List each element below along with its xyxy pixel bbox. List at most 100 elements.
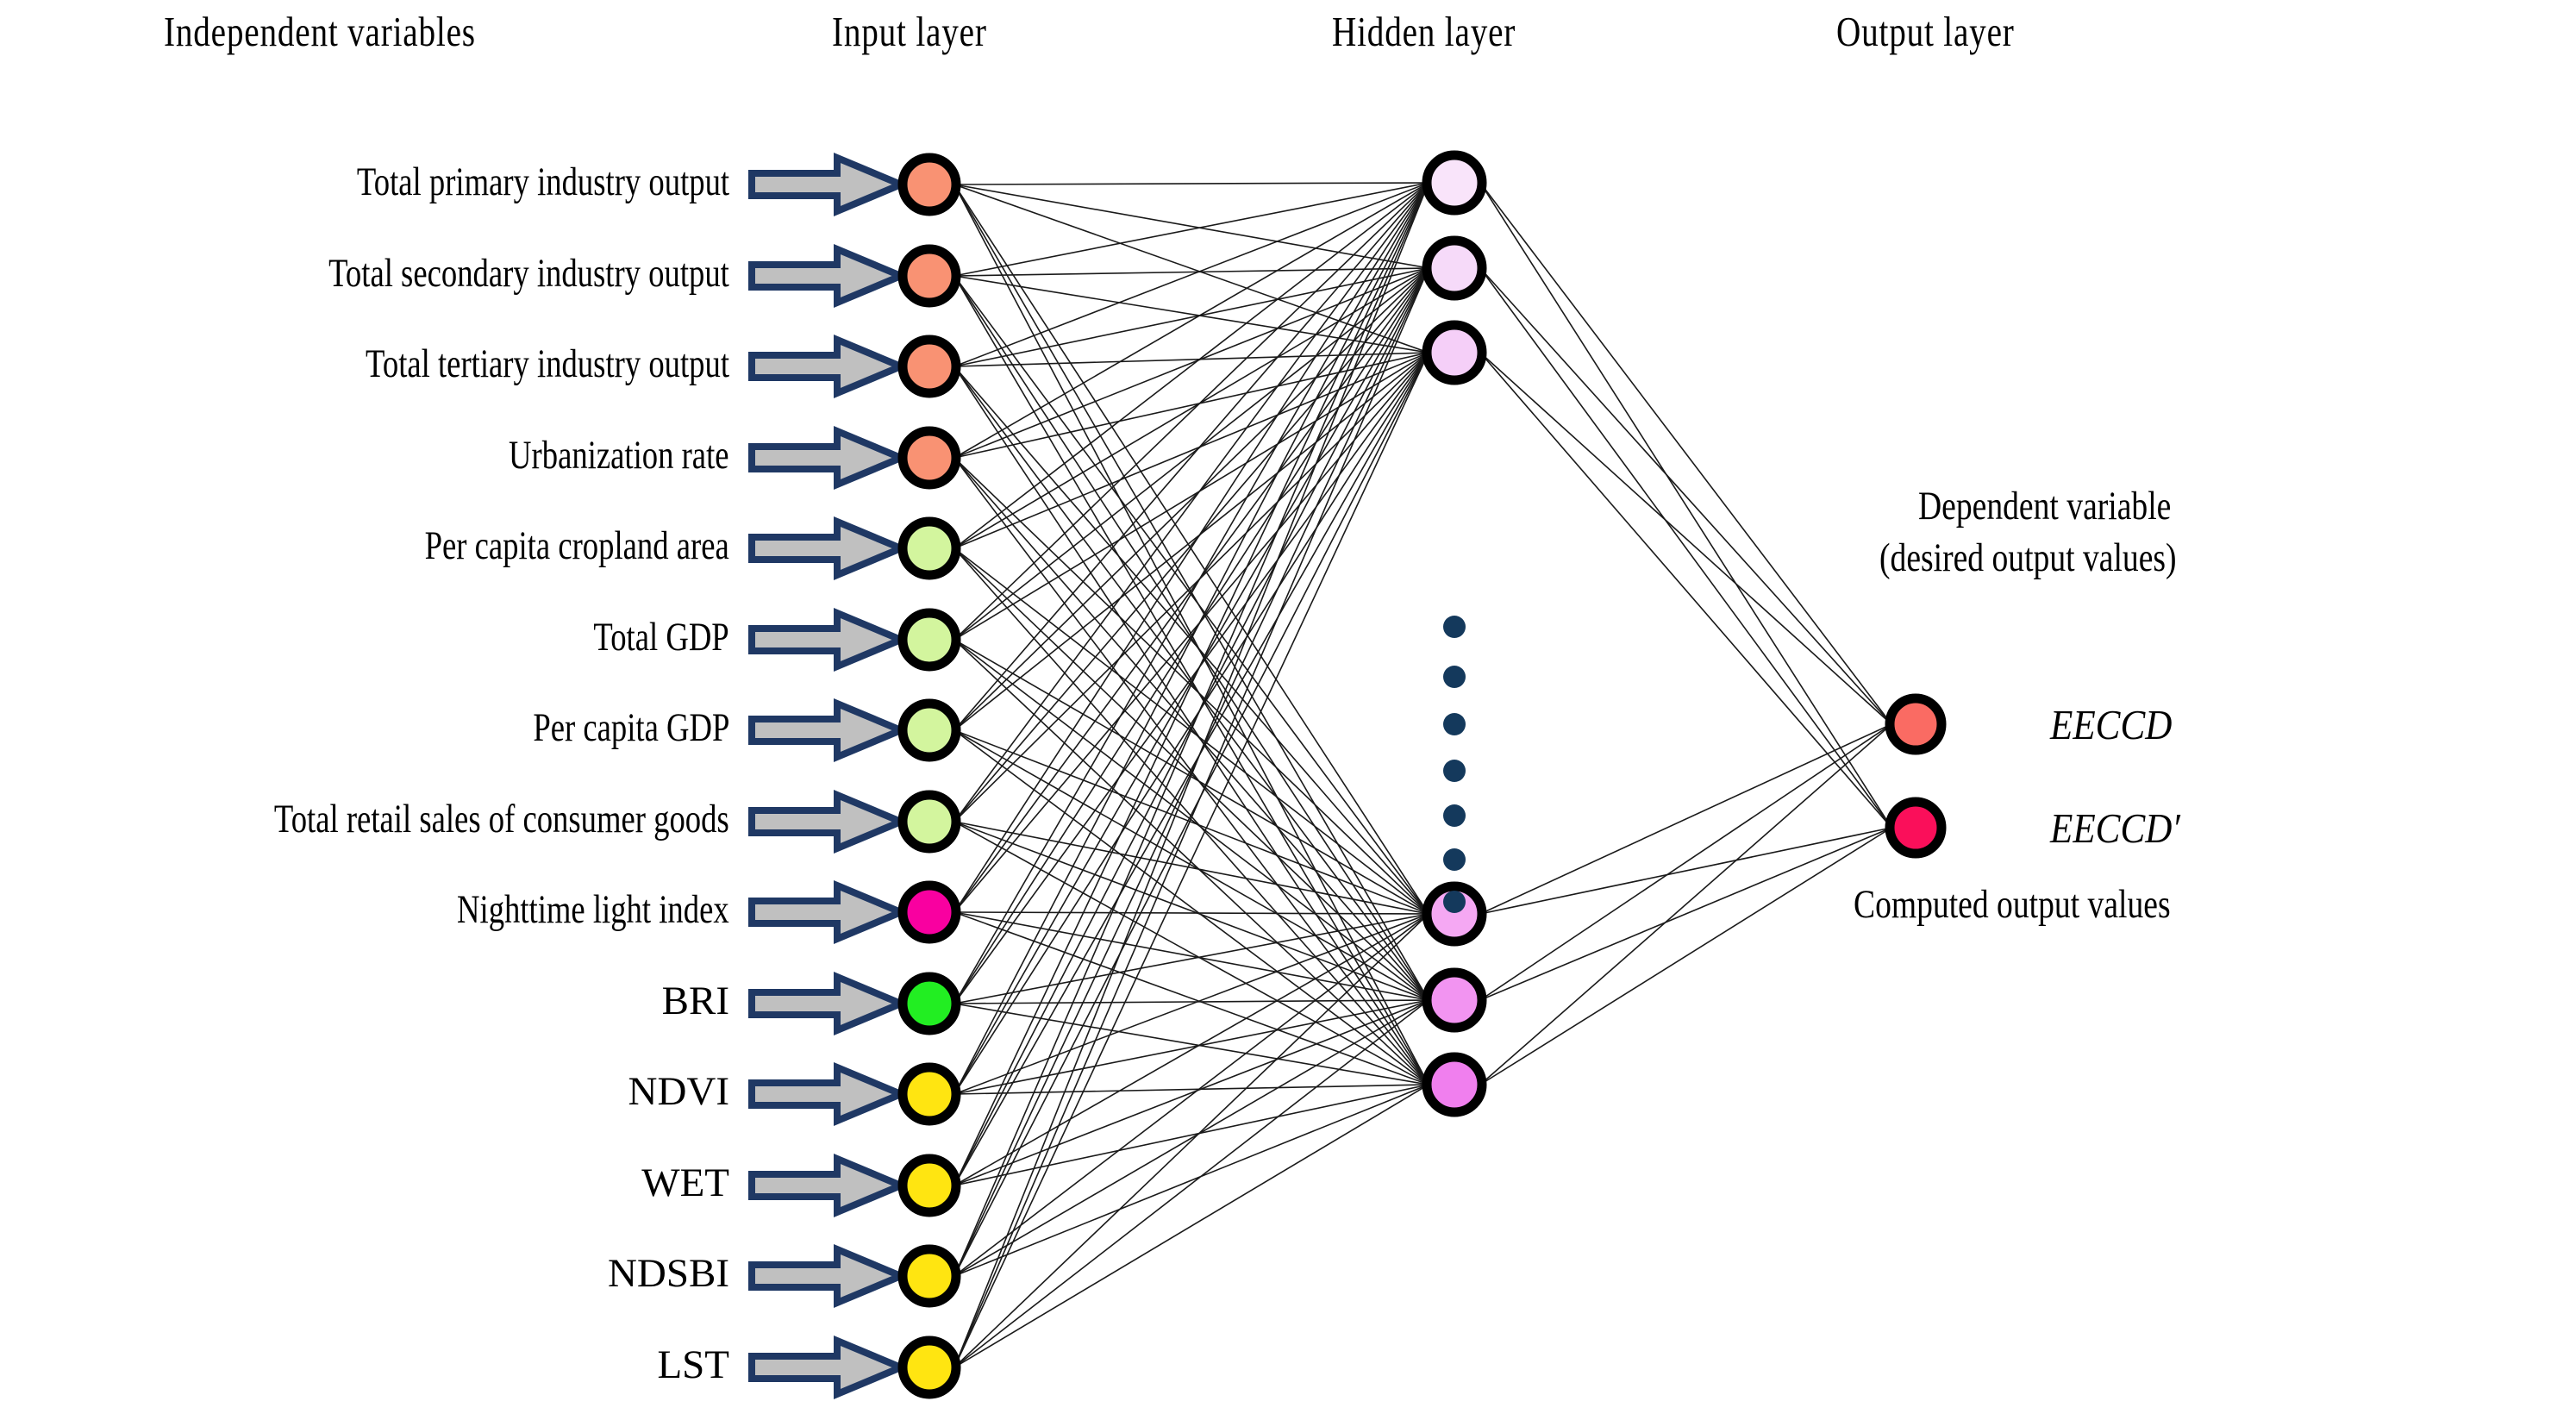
input-node-1[interactable] xyxy=(897,153,961,216)
hidden-node-2[interactable] xyxy=(1422,235,1487,301)
wire-hidden-output xyxy=(1479,182,1892,725)
wire-input-hidden xyxy=(953,913,1429,1368)
wire-hidden-output xyxy=(1479,827,1892,1001)
wire-input-hidden xyxy=(953,639,1429,1001)
hidden-ellipsis-dot-3 xyxy=(1443,713,1466,735)
wire-input-hidden xyxy=(953,182,1429,1004)
input-node-8[interactable] xyxy=(897,790,961,854)
input-arrow-4 xyxy=(748,425,910,491)
wire-input-hidden xyxy=(953,352,1429,913)
wire-input-hidden xyxy=(953,352,1429,367)
hidden-node-5[interactable] xyxy=(1422,967,1487,1033)
wire-input-hidden xyxy=(953,352,1429,1186)
wire-input-hidden xyxy=(953,182,1429,459)
wire-input-hidden xyxy=(953,999,1429,1368)
wire-input-hidden xyxy=(953,184,1429,269)
input-node-7[interactable] xyxy=(897,698,961,762)
wire-input-hidden xyxy=(953,267,1429,731)
wire-input-hidden xyxy=(953,999,1429,1277)
wire-input-hidden xyxy=(953,913,1429,1095)
input-arrow-6 xyxy=(748,607,910,672)
wire-input-hidden xyxy=(953,639,1429,1085)
wire-input-hidden xyxy=(953,182,1429,1277)
wire-input-hidden xyxy=(953,352,1429,1368)
wire-hidden-output xyxy=(1479,182,1892,829)
input-node-12[interactable] xyxy=(897,1154,961,1217)
wire-input-hidden xyxy=(953,999,1429,1186)
input-node-4[interactable] xyxy=(897,426,961,490)
input-variable-label-12: WET xyxy=(641,1160,729,1205)
column-header-independent-variables: Independent variables xyxy=(164,8,476,55)
wire-input-hidden xyxy=(953,182,1429,367)
wire-input-hidden xyxy=(953,352,1429,641)
column-header-output-layer: Output layer xyxy=(1836,8,2015,55)
wire-input-hidden xyxy=(953,184,1429,1085)
wire-input-hidden xyxy=(953,821,1429,915)
hidden-node-6[interactable] xyxy=(1422,1052,1487,1117)
wire-hidden-output xyxy=(1479,352,1892,725)
dependent-variable-caption-line-1: Dependent variable xyxy=(1918,484,2172,529)
wire-input-hidden xyxy=(953,184,1429,353)
wire-input-hidden xyxy=(953,729,1429,915)
wire-input-hidden xyxy=(953,182,1429,1368)
input-variable-label-8: Total retail sales of consumer goods xyxy=(274,797,729,841)
input-arrow-3 xyxy=(748,334,910,399)
input-node-10[interactable] xyxy=(897,972,961,1035)
wire-input-hidden xyxy=(953,352,1429,459)
input-node-13[interactable] xyxy=(897,1244,961,1308)
wire-input-hidden xyxy=(953,999,1429,1095)
hidden-node-4[interactable] xyxy=(1422,881,1487,947)
wire-input-hidden xyxy=(953,1084,1429,1368)
hidden-ellipsis-dot-2 xyxy=(1443,666,1466,688)
wire-input-hidden xyxy=(953,821,1429,1001)
input-node-9[interactable] xyxy=(897,880,961,944)
input-arrow-2 xyxy=(748,243,910,309)
input-arrow-10 xyxy=(748,971,910,1036)
wire-input-hidden xyxy=(953,729,1429,1085)
wire-input-hidden xyxy=(953,267,1429,459)
wire-hidden-output xyxy=(1479,267,1892,725)
hidden-ellipsis-dot-6 xyxy=(1443,848,1466,871)
wire-input-hidden xyxy=(953,913,1429,1004)
input-arrow-14 xyxy=(748,1335,910,1400)
wire-input-hidden xyxy=(953,999,1429,1004)
input-arrow-13 xyxy=(748,1243,910,1309)
output-node-label-2: EECCD′ xyxy=(2050,804,2180,852)
wire-input-hidden xyxy=(953,913,1429,1277)
wire-input-hidden xyxy=(953,267,1429,823)
wire-input-hidden xyxy=(953,729,1429,1001)
output-node-1[interactable] xyxy=(1885,693,1947,755)
input-variable-label-3: Total tertiary industry output xyxy=(365,341,729,386)
wire-hidden-output xyxy=(1479,723,1892,915)
wire-input-hidden xyxy=(953,352,1429,823)
input-node-3[interactable] xyxy=(897,335,961,398)
input-node-11[interactable] xyxy=(897,1062,961,1126)
hidden-ellipsis-dot-4 xyxy=(1443,760,1466,782)
input-variable-label-11: NDVI xyxy=(628,1069,729,1114)
wire-input-hidden xyxy=(953,267,1429,641)
input-variable-label-13: NDSBI xyxy=(607,1251,729,1296)
wire-input-hidden xyxy=(953,267,1429,367)
input-node-2[interactable] xyxy=(897,244,961,308)
wire-input-hidden xyxy=(953,267,1429,1277)
input-variable-label-14: LST xyxy=(657,1342,729,1387)
wire-input-hidden xyxy=(953,911,1429,1001)
wire-hidden-output xyxy=(1479,352,1892,829)
wire-input-hidden xyxy=(953,182,1429,641)
input-node-5[interactable] xyxy=(897,516,961,580)
wire-input-hidden xyxy=(953,267,1429,1368)
input-node-6[interactable] xyxy=(897,608,961,672)
wire-input-hidden xyxy=(953,352,1429,731)
input-arrow-11 xyxy=(748,1061,910,1127)
hidden-node-1[interactable] xyxy=(1422,150,1487,216)
wire-hidden-output xyxy=(1479,723,1892,1085)
wire-input-hidden xyxy=(953,911,1429,915)
output-node-2[interactable] xyxy=(1885,797,1947,859)
input-node-14[interactable] xyxy=(897,1336,961,1399)
hidden-ellipsis-dot-7 xyxy=(1443,891,1466,913)
input-variable-label-1: Total primary industry output xyxy=(356,160,729,204)
hidden-node-3[interactable] xyxy=(1422,320,1487,385)
wire-input-hidden xyxy=(953,182,1429,185)
